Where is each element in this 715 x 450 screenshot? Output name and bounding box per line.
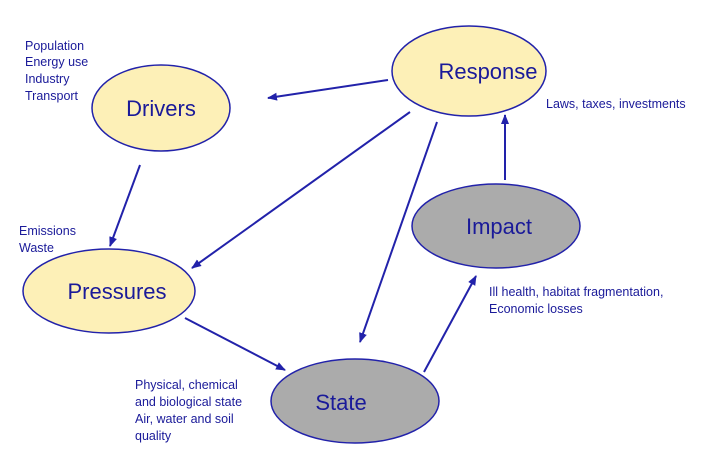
node-pressures: Pressures: [22, 248, 196, 334]
node-pressures-label: Pressures: [67, 279, 166, 304]
note-response: Laws, taxes, investments: [546, 97, 686, 111]
node-state-shape: [270, 358, 440, 444]
note-pressures-line-1: Emissions: [19, 224, 76, 238]
node-drivers-label: Drivers: [126, 96, 196, 121]
note-state-line-1: Physical, chemical: [135, 378, 238, 392]
node-impact-label: Impact: [466, 214, 532, 239]
node-impact-shape: [411, 183, 581, 269]
node-state-label: State: [315, 390, 366, 415]
note-pressures: Emissions Waste: [19, 224, 76, 255]
arrow-response-to-drivers: [267, 79, 389, 101]
node-impact: Impact: [411, 183, 581, 269]
note-response-line-1: Laws, taxes, investments: [546, 97, 686, 111]
note-drivers-line-4: Transport: [25, 89, 79, 103]
note-impact-line-2: Economic losses: [489, 302, 583, 316]
note-state-line-4: quality: [135, 429, 172, 443]
note-drivers: Population Energy use Industry Transport: [25, 39, 88, 103]
note-state-line-3: Air, water and soil: [135, 412, 234, 426]
arrow-response-to-pressures: [191, 111, 411, 269]
note-pressures-line-2: Waste: [19, 241, 54, 255]
note-drivers-line-3: Industry: [25, 72, 70, 86]
node-drivers: Drivers: [91, 64, 231, 152]
node-state: State: [270, 358, 440, 444]
node-pressures-shape: [22, 248, 196, 334]
note-state: Physical, chemical and biological state …: [135, 378, 242, 443]
arrow-pressures-to-state: [184, 317, 286, 371]
arrow-state-to-impact: [423, 275, 477, 373]
node-response: Response: [391, 25, 547, 117]
node-response-shape: [391, 25, 547, 117]
note-impact: Ill health, habitat fragmentation, Econo…: [489, 285, 663, 316]
arrows: [109, 79, 509, 373]
note-impact-line-1: Ill health, habitat fragmentation,: [489, 285, 663, 299]
arrow-drivers-to-pressures: [109, 164, 141, 247]
note-drivers-line-2: Energy use: [25, 55, 88, 69]
node-response-label: Response: [438, 59, 537, 84]
node-drivers-shape: [91, 64, 231, 152]
note-drivers-line-1: Population: [25, 39, 84, 53]
note-state-line-2: and biological state: [135, 395, 242, 409]
arrow-response-to-state: [359, 121, 438, 343]
